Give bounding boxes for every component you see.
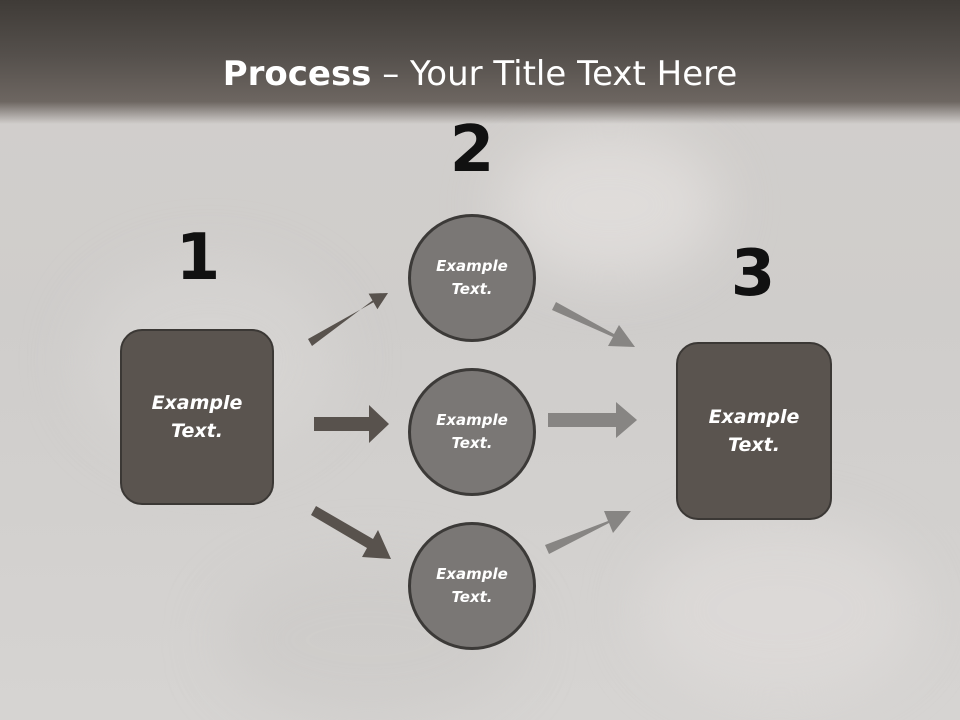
step-3-box: Example Text. (676, 342, 832, 520)
step-number-2: 2 (449, 113, 495, 187)
title-bold: Process (222, 54, 372, 94)
title-bar (0, 0, 960, 124)
arrow-right-left (314, 405, 389, 443)
step-2-circle-middle: Example Text. (408, 368, 536, 496)
arrow-down-right-right (552, 302, 635, 347)
circle-middle-text: Example Text. (436, 410, 508, 452)
circle-top-text: Example Text. (436, 256, 508, 298)
step-1-box: Example Text. (120, 329, 274, 505)
arrow-up-right-right (545, 511, 631, 554)
step-number-1: 1 (175, 221, 221, 295)
circle-bottom-text: Example Text. (436, 564, 508, 606)
arrow-up-right-left (308, 293, 388, 346)
step-1-text: Example Text. (151, 391, 243, 443)
step-number-3: 3 (730, 237, 776, 311)
arrow-right-right (548, 402, 637, 438)
step-2-circle-top: Example Text. (408, 214, 536, 342)
step-3-text: Example Text. (708, 405, 800, 457)
slide-title: Process – Your Title Text Here (0, 54, 960, 94)
step-2-circle-bottom: Example Text. (408, 522, 536, 650)
arrow-down-right-left (311, 506, 391, 559)
title-rest: – Your Title Text Here (371, 54, 738, 94)
